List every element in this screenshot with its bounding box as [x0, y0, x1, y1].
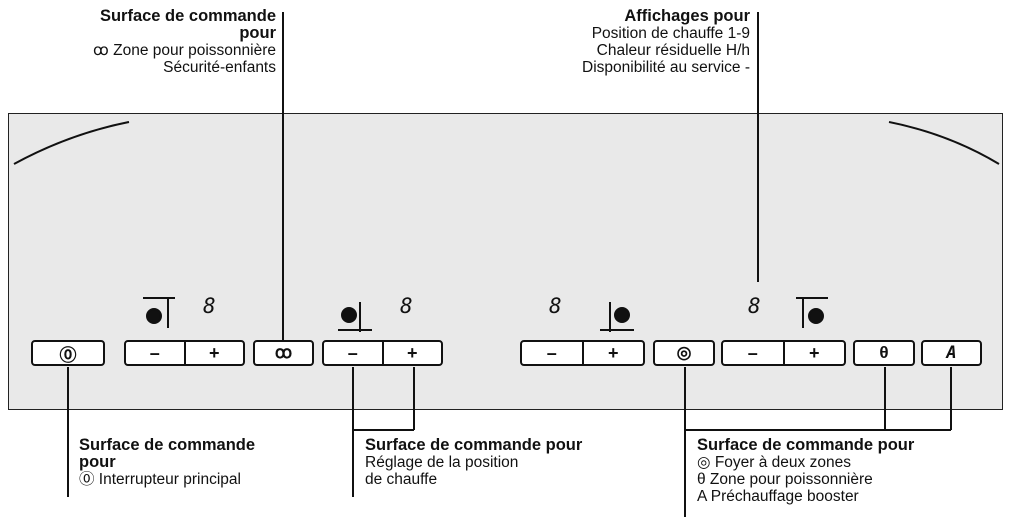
- label-bottom-left-heading-1: Surface de commande: [79, 436, 256, 454]
- left-cooking-zone-arc: [13, 121, 130, 165]
- label-bottom-left-heading-2: pour: [79, 453, 116, 471]
- label-top-left-item-fish-zone: ꝏ Zone pour poissonnière: [93, 42, 276, 59]
- leader-line-fish-zone: [282, 12, 284, 340]
- leader-line-stepper-left: [352, 367, 354, 497]
- leader-line-stepper-join: [352, 429, 414, 431]
- booster-button[interactable]: A: [921, 340, 982, 366]
- display-front-right: 8: [748, 294, 761, 318]
- label-bottom-middle: Surface de commande pour Réglage de la p…: [365, 436, 665, 489]
- label-top-left-heading-1: Surface de commande: [99, 7, 276, 25]
- rear-right-plus-button[interactable]: +: [581, 342, 644, 364]
- dual-zone-icon: ◎: [676, 343, 692, 362]
- label-bottom-right-heading: Surface de commande pour: [697, 436, 915, 454]
- display-rear-right: 8: [549, 294, 562, 318]
- display-front-left: 8: [203, 294, 216, 318]
- label-bottom-left: Surface de commande pour ⓪ Interrupteur …: [79, 436, 339, 489]
- label-bottom-middle-heading: Surface de commande pour: [365, 436, 583, 454]
- label-bottom-right-item-fish: θ Zone pour poissonnière: [697, 471, 873, 488]
- label-bottom-right: Surface de commande pour ◎ Foyer à deux …: [697, 436, 997, 506]
- label-bottom-middle-line-1: Réglage de la position: [365, 454, 519, 471]
- label-bottom-middle-line-2: de chauffe: [365, 471, 438, 488]
- rear-left-stepper[interactable]: – +: [322, 340, 443, 366]
- front-left-minus-button[interactable]: –: [149, 342, 160, 363]
- leader-line-displays: [757, 12, 759, 282]
- label-bottom-left-item: ⓪ Interrupteur principal: [79, 471, 241, 488]
- booster-icon: A: [946, 343, 957, 363]
- display-rear-left: 8: [400, 294, 413, 318]
- label-top-right-item-residual: Chaleur résiduelle H/h: [596, 42, 750, 59]
- main-power-button[interactable]: ⓪: [31, 340, 105, 366]
- front-right-plus-button[interactable]: +: [782, 342, 845, 364]
- label-bottom-right-item-booster: A Préchauffage booster: [697, 488, 859, 505]
- label-top-left-heading-2: pour: [239, 24, 276, 42]
- leader-line-stepper-right: [413, 367, 415, 430]
- leader-line-dual-zone: [684, 367, 686, 517]
- dual-zone-button[interactable]: ◎: [653, 340, 715, 366]
- label-top-right-heading: Affichages pour: [624, 7, 750, 25]
- leader-line-booster: [950, 367, 952, 430]
- rear-left-minus-button[interactable]: –: [347, 342, 358, 363]
- leader-line-fish-button: [884, 367, 886, 430]
- label-top-right: Affichages pour Position de chauffe 1-9 …: [480, 7, 750, 77]
- leader-line-right-join: [684, 429, 951, 431]
- cooking-zone-arcs: [13, 121, 1000, 165]
- label-top-left: Surface de commande pour ꝏ Zone pour poi…: [10, 7, 276, 77]
- front-left-stepper[interactable]: – +: [124, 340, 245, 366]
- front-right-minus-button[interactable]: –: [747, 342, 758, 363]
- power-icon: ⓪: [59, 345, 77, 365]
- leader-line-power: [67, 367, 69, 497]
- front-right-stepper[interactable]: – +: [721, 340, 846, 366]
- rear-right-minus-button[interactable]: –: [546, 342, 557, 363]
- label-top-right-item-ready: Disponibilité au service -: [582, 59, 750, 76]
- label-top-left-item-child-lock: Sécurité-enfants: [163, 59, 276, 76]
- rear-left-plus-button[interactable]: +: [381, 342, 442, 364]
- fish-zone-small-icon: θ: [879, 343, 889, 362]
- fish-zone-icon: ꝏ: [274, 343, 293, 362]
- front-left-plus-button[interactable]: +: [183, 342, 244, 364]
- fish-zone-button[interactable]: θ: [853, 340, 915, 366]
- fish-zone-child-lock-button[interactable]: ꝏ: [253, 340, 314, 366]
- label-bottom-right-item-dual: ◎ Foyer à deux zones: [697, 454, 851, 471]
- right-cooking-zone-arc: [888, 121, 1000, 165]
- rear-right-stepper[interactable]: – +: [520, 340, 645, 366]
- label-top-right-item-heat: Position de chauffe 1-9: [591, 25, 750, 42]
